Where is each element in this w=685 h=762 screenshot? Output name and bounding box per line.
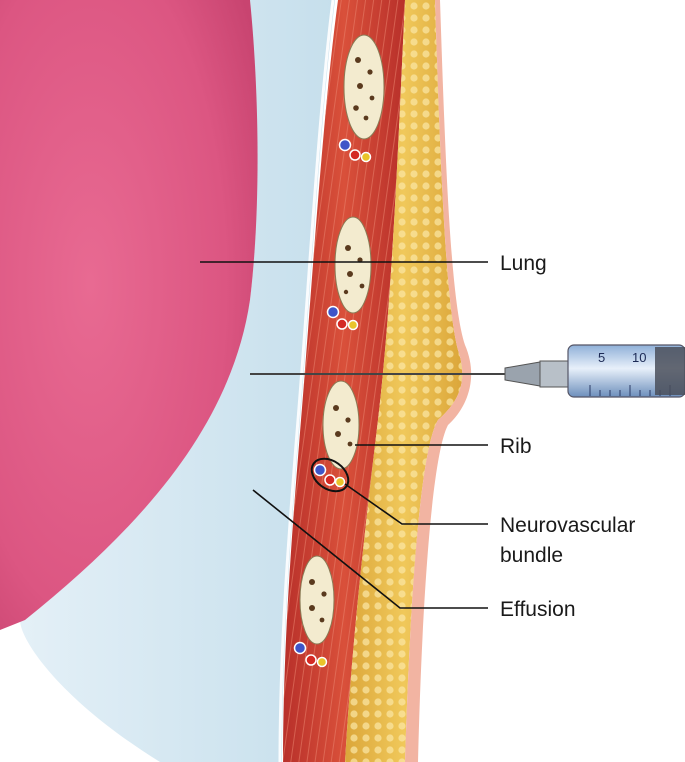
label-rib: Rib <box>500 435 532 458</box>
needle-hub <box>504 361 541 387</box>
bone-marrow-spots <box>309 57 375 623</box>
rib-2 <box>334 216 372 314</box>
rib-3 <box>322 380 360 470</box>
bundle-leader <box>344 483 488 525</box>
rib-4 <box>299 555 335 645</box>
syringe: 5 10 <box>504 344 685 398</box>
effusion-region <box>20 0 335 762</box>
bundle-2 <box>326 305 359 331</box>
pleura-line <box>278 0 335 762</box>
bundle-highlight-ring <box>310 457 350 493</box>
leader-lines <box>200 261 488 609</box>
effusion-leader <box>252 489 488 609</box>
skin-layer <box>405 0 472 762</box>
rib-group <box>299 34 385 645</box>
label-effusion: Effusion <box>500 598 576 621</box>
label-neurovascular: Neurovascular <box>500 514 635 537</box>
bundle-1 <box>338 138 372 163</box>
label-lung: Lung <box>500 252 547 275</box>
rib-1 <box>343 34 385 140</box>
label-bundle: bundle <box>500 544 563 567</box>
bundle-3 <box>313 463 346 488</box>
syringe-scale-5: 5 <box>598 350 605 365</box>
lung-region <box>0 0 258 630</box>
bundle-4 <box>293 641 328 668</box>
syringe-scale-10: 10 <box>632 350 646 365</box>
neurovascular-bundles <box>293 138 372 668</box>
